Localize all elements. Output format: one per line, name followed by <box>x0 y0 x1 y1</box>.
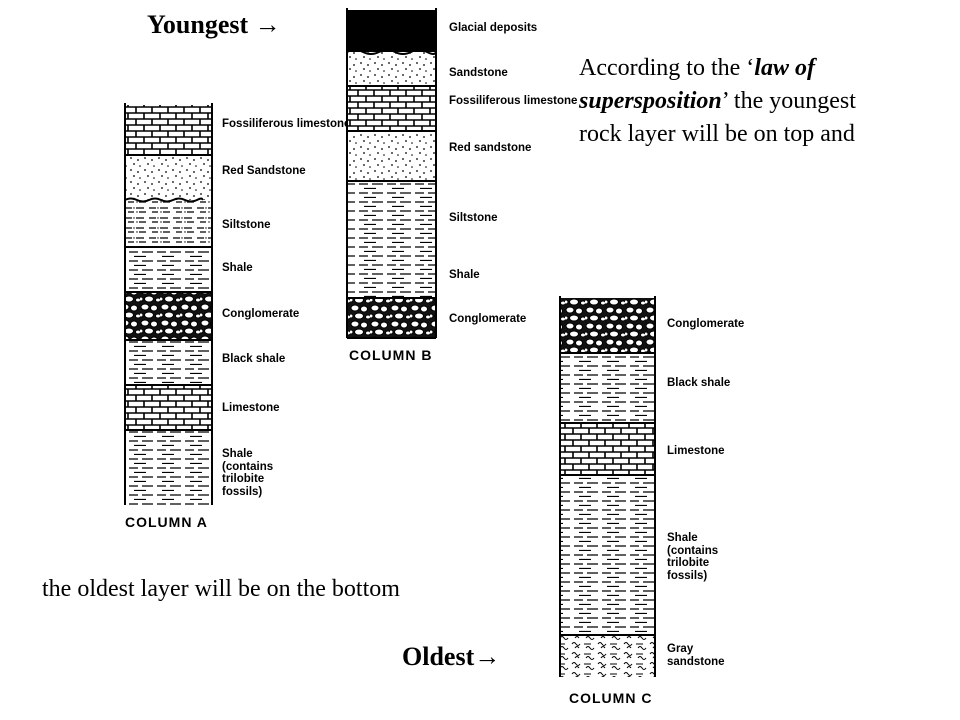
layer-conglomerate <box>560 298 655 353</box>
layer-black-shale <box>125 340 212 385</box>
layer-siltstone <box>347 181 436 246</box>
layer-shale-trilobite <box>560 475 655 635</box>
column-b-label-3: Fossiliferous limestone <box>449 95 578 107</box>
column-a-label-3: Siltstone <box>222 219 271 231</box>
law-line-2: supersposition’ the youngest <box>579 85 856 118</box>
layer-shale-trilobite <box>125 430 212 505</box>
law-term-part-1: law of <box>754 55 815 81</box>
oldest-label: Oldest→ <box>402 642 500 672</box>
layer-fossiliferous-limestone <box>125 105 212 155</box>
bottom-text: the oldest layer will be on the bottom <box>42 576 400 602</box>
layer-fossiliferous-limestone <box>347 86 436 131</box>
column-a-label-8: Shale (contains trilobite fossils) <box>222 448 274 498</box>
layer-limestone <box>560 423 655 475</box>
column-b-label-6: Shale <box>449 269 480 281</box>
column-a-label-4: Shale <box>222 262 253 274</box>
column-a-label-5: Conglomerate <box>222 308 300 320</box>
column-b-label-4: Red sandstone <box>449 142 532 154</box>
layer-shale <box>347 246 436 298</box>
column-a-label-6: Black shale <box>222 353 286 365</box>
layer-black-shale <box>560 353 655 423</box>
layer-limestone <box>125 385 212 430</box>
layer-conglomerate <box>125 292 212 340</box>
layer-gray-sandstone <box>560 635 655 677</box>
column-a-label-7: Limestone <box>222 402 280 414</box>
column-b-title: COLUMN B <box>349 347 433 363</box>
column-a-strata <box>124 103 213 505</box>
layer-glacial-deposits <box>347 10 436 52</box>
column-a-label-1: Fossiliferous limestone <box>222 118 351 130</box>
law-term-part-2: supersposition <box>579 88 722 114</box>
right-arrow-icon: → <box>474 642 501 671</box>
layer-red-sandstone <box>125 155 212 200</box>
law-line-3: rock layer will be on top and <box>579 121 855 147</box>
law-line-1-text: According to the ‘ <box>579 55 755 81</box>
column-c-label-2: Black shale <box>667 377 731 389</box>
column-b-label-7: Conglomerate <box>449 313 527 325</box>
right-arrow-icon: → <box>254 10 281 39</box>
layer-conglomerate <box>347 298 436 338</box>
column-c-strata <box>559 296 656 677</box>
oldest-text: Oldest <box>402 642 475 671</box>
column-b-strata <box>346 8 437 339</box>
column-a-label-2: Red Sandstone <box>222 165 306 177</box>
column-b-label-1: Glacial deposits <box>449 22 538 34</box>
youngest-label: Youngest → <box>147 10 281 40</box>
law-line-2-text: ’ the youngest <box>721 88 856 114</box>
column-c-label-1: Conglomerate <box>667 318 745 330</box>
column-c-label-5: Gray sandstone <box>667 643 725 668</box>
column-c-title: COLUMN C <box>569 690 653 706</box>
law-line-1: According to the ‘law of <box>579 52 856 85</box>
law-paragraph: According to the ‘law of supersposition’… <box>579 52 856 151</box>
column-a-title: COLUMN A <box>125 514 208 530</box>
layer-sandstone <box>347 52 436 86</box>
layer-shale <box>125 247 212 292</box>
column-c-label-3: Limestone <box>667 445 725 457</box>
layer-red-sandstone <box>347 131 436 181</box>
layer-siltstone <box>125 200 212 247</box>
column-b-label-5: Siltstone <box>449 212 498 224</box>
column-b-label-2: Sandstone <box>449 67 508 79</box>
column-c-label-4: Shale (contains trilobite fossils) <box>667 532 719 582</box>
youngest-text: Youngest <box>147 10 249 39</box>
